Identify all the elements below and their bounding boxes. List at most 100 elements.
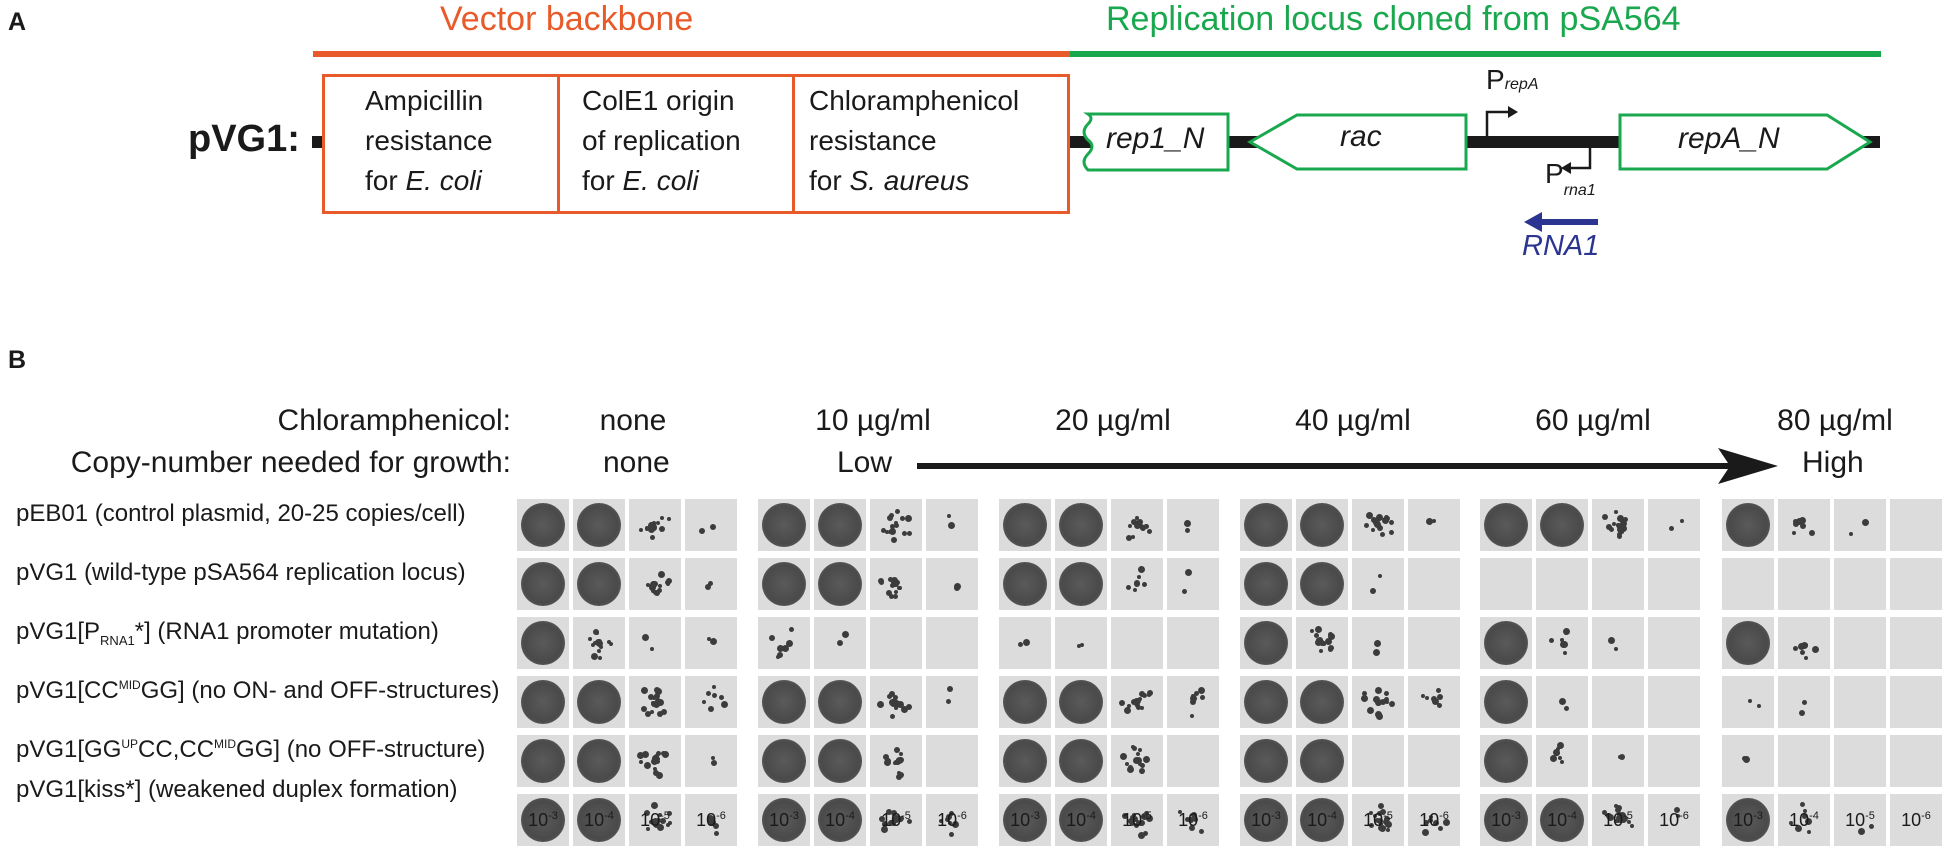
confluent-spot [1300, 739, 1344, 783]
colony [654, 590, 661, 597]
confluent-spot [1540, 503, 1584, 547]
condition-label-3: 40 µg/ml [1295, 404, 1411, 437]
rna1-promoter-p: P [1545, 158, 1564, 189]
colony [1374, 698, 1382, 706]
panel-b-letter: B [8, 346, 27, 374]
colony [888, 576, 894, 582]
spot-tile-r2-c0-d3 [685, 617, 737, 669]
colony [904, 515, 912, 523]
colony [714, 831, 720, 837]
colony [1791, 531, 1796, 536]
colony [1184, 816, 1190, 822]
spot-tile-r5-c2-d2 [1111, 794, 1163, 846]
spot-tile-r1-c1-d0 [758, 558, 810, 610]
colony [781, 644, 789, 652]
copy-number-arrowhead [1718, 448, 1778, 484]
confluent-spot [577, 798, 621, 842]
spot-tile-r3-c5-d3 [1890, 676, 1942, 728]
spot-tile-r2-c3-d1 [1296, 617, 1348, 669]
dilution-label-2-1: 10-4 [1053, 810, 1109, 831]
colony [1076, 643, 1081, 648]
colony [895, 773, 902, 780]
colony [1431, 698, 1439, 706]
colony [1134, 822, 1140, 828]
confluent-spot [521, 739, 565, 783]
spot-tile-r3-c1-d1 [814, 676, 866, 728]
repa-gene-shape [1618, 113, 1873, 171]
colony [656, 824, 664, 832]
colony [1137, 820, 1143, 826]
colony [595, 639, 602, 646]
spot-tile-r2-c2-d2 [1111, 617, 1163, 669]
spot-tile-r4-c1-d3 [926, 735, 978, 787]
repa-promoter-arrow [1485, 110, 1510, 136]
colony [1362, 690, 1368, 696]
colony [1811, 646, 1819, 654]
dilution-label-1-3: 10-6 [924, 810, 980, 831]
colony [1801, 699, 1807, 705]
rac-gene-label: rac [1340, 120, 1382, 153]
dilution-base: 10 [1307, 810, 1328, 830]
colony [711, 693, 717, 699]
colony [648, 525, 656, 533]
colony [706, 691, 712, 697]
colony [1134, 703, 1140, 709]
confluent-spot [762, 562, 806, 606]
vector-backbone-title: Vector backbone [440, 0, 694, 38]
colony [657, 812, 662, 817]
colony [1131, 518, 1138, 525]
colony [1803, 809, 1808, 814]
spot-tile-r1-c3-d1 [1296, 558, 1348, 610]
condition-label-2: 20 µg/ml [1055, 404, 1171, 437]
colony [893, 759, 898, 764]
dilution-label-5-0: 10-3 [1720, 810, 1776, 831]
colony [1139, 768, 1146, 775]
colony [1374, 640, 1382, 648]
colony [597, 656, 602, 661]
colony [1562, 650, 1567, 655]
spot-tile-r0-c4-d1 [1536, 499, 1588, 551]
colony [1668, 526, 1674, 532]
spot-tile-r3-c2-d3 [1167, 676, 1219, 728]
dilution-label-4-3: 10-6 [1646, 810, 1702, 831]
colony [1433, 819, 1440, 826]
spot-tile-r5-c2-d1 [1055, 794, 1107, 846]
colony [1372, 648, 1380, 656]
colony [1185, 527, 1191, 533]
colony [1364, 522, 1370, 528]
colony [1557, 741, 1565, 749]
spot-tile-r2-c4-d0 [1480, 617, 1532, 669]
dilution-exponent: -4 [1809, 810, 1819, 822]
colony [707, 637, 712, 642]
colony [641, 705, 648, 712]
colony [1128, 818, 1135, 825]
confluent-spot [1244, 503, 1288, 547]
row-label-pVG1-ccmid: pVG1[CCMIDGG] (no ON- and OFF-structures… [16, 677, 499, 705]
colony [666, 811, 672, 817]
copy-number-header: Copy-number needed for growth: [70, 446, 511, 479]
spot-tile-r1-c1-d2 [870, 558, 922, 610]
copy-low-label: Low [837, 446, 893, 479]
colony [593, 640, 598, 645]
confluent-spot [1244, 739, 1288, 783]
colony [1131, 535, 1136, 540]
dilution-base: 10 [584, 810, 605, 830]
dilution-exponent: -6 [1679, 810, 1689, 822]
colony [902, 531, 908, 537]
spot-tile-r3-c5-d0 [1722, 676, 1774, 728]
colony [661, 709, 668, 716]
dilution-exponent: -3 [1511, 810, 1521, 822]
spot-tile-r2-c2-d3 [1167, 617, 1219, 669]
colony [1126, 534, 1133, 541]
colony [1435, 688, 1441, 694]
condition-label-0: none [599, 404, 667, 437]
confluent-spot [1244, 621, 1288, 665]
colony [1376, 524, 1383, 531]
replication-locus-title: Replication locus cloned from pSA564 [1106, 0, 1681, 38]
colony [1601, 810, 1607, 816]
rna1-transcript-arrowhead [1524, 212, 1542, 232]
colony [881, 826, 889, 834]
copy-high-label: High [1802, 446, 1864, 479]
colony [1366, 707, 1374, 715]
colony [1380, 699, 1387, 706]
